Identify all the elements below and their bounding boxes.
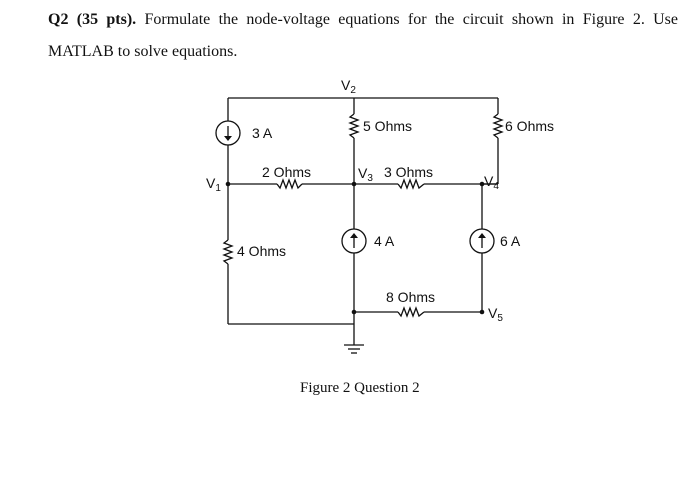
label-2-ohms: 2 Ohms: [262, 164, 311, 180]
circuit-wires: [227, 97, 499, 345]
label-6a: 6 A: [500, 233, 521, 249]
label-4-ohms: 4 Ohms: [237, 243, 286, 259]
label-4a: 4 A: [374, 233, 395, 249]
question-text: Q2 (35 pts). Formulate the node-voltage …: [48, 4, 678, 68]
current-source-4a: [341, 228, 367, 254]
label-8-ohms: 8 Ohms: [386, 289, 435, 305]
node-label-v3: V3: [358, 165, 373, 184]
current-source-6a: [469, 228, 495, 254]
ground-symbol: [344, 344, 364, 354]
resistor-5-ohm: [348, 113, 360, 139]
node-label-v1: V1: [206, 175, 221, 194]
figure-caption: Figure 2 Question 2: [300, 380, 420, 396]
label-5-ohms: 5 Ohms: [363, 118, 412, 134]
question-body: Formulate the node-voltage equations for…: [48, 11, 679, 60]
label-3-ohms: 3 Ohms: [384, 164, 433, 180]
node-label-v4: V4: [484, 173, 499, 192]
resistor-2-ohm: [276, 178, 303, 190]
resistor-4-ohm: [222, 239, 234, 265]
resistor-3-ohm: [397, 178, 425, 190]
node-label-v2: V2: [341, 77, 356, 96]
node-dots: [225, 181, 485, 315]
node-label-v5: V5: [488, 305, 503, 324]
label-3a: 3 A: [252, 125, 273, 141]
label-6-ohms: 6 Ohms: [505, 118, 554, 134]
resistor-8-ohm: [397, 306, 425, 318]
resistor-6-ohm: [492, 113, 504, 139]
question-number: Q2 (35 pts).: [48, 11, 137, 28]
current-source-3a: [215, 120, 241, 146]
